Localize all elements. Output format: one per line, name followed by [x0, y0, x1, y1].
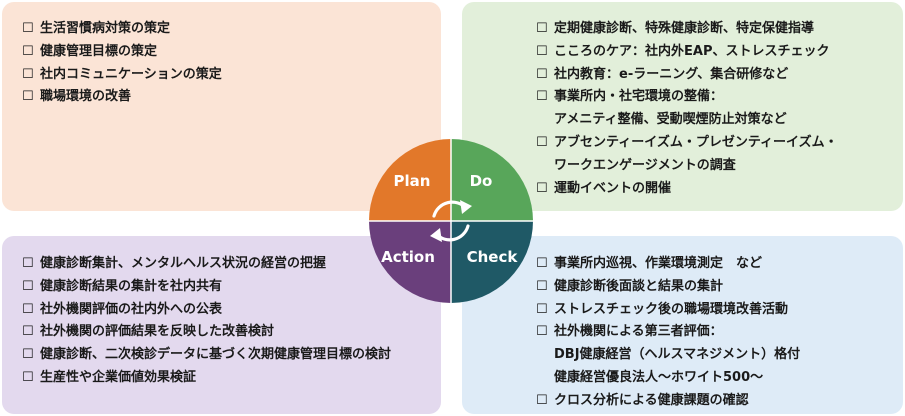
do-item-text: 事業所内・社宅環境の整備：	[554, 89, 724, 105]
checkbox-icon: ☐	[536, 134, 548, 150]
checkbox-icon: ☐	[536, 301, 548, 317]
plan-item-text: 社内コミュニケーションの策定	[40, 66, 222, 82]
check-item-text: 社外機関による第三者評価：	[554, 324, 723, 340]
check-item-list: ☐ 事業所内巡視、作業環境測定 など ☐ 健康診断後面談と結果の集計 ☐ ストレスチェック…	[536, 253, 800, 413]
do-list-item: ☐ こころのケア：社内外EAP、ストレスチェック	[536, 41, 838, 64]
checkbox-icon: ☐	[22, 43, 34, 59]
check-item-text: 事業所内巡視、作業環境測定 など	[554, 256, 763, 271]
checkbox-icon: ☐	[22, 324, 34, 340]
checkbox-icon: ☐	[22, 256, 34, 271]
check-item-text: ストレスチェック後の職場環境改善活動	[554, 301, 789, 317]
check-item-text: DBJ健康経営（ヘルスマネジメント）格付	[554, 347, 801, 363]
plan-list-item: ☐ 職場環境の改善	[22, 86, 222, 109]
check-list-item: DBJ健康経営（ヘルスマネジメント）格付	[536, 344, 800, 367]
check-panel	[462, 236, 903, 414]
do-item-text: こころのケア：社内外EAP、ストレスチェック	[554, 43, 830, 59]
action-item-text: 健康診断集計、メンタルヘルス状況の経営の把握	[40, 256, 327, 271]
check-quadrant	[451, 221, 533, 303]
action-item-text: 生産性や企業価値効果検証	[40, 369, 197, 385]
action-list-item: ☐ 健康診断結果の集計を社内共有	[22, 276, 391, 299]
plan-quadrant	[369, 139, 451, 221]
action-list-item: ☐ 生産性や企業価値効果検証	[22, 367, 391, 390]
checkbox-icon: ☐	[536, 256, 548, 271]
action-item-text: 健康診断、二次検診データに基づく次期健康管理目標の検討	[40, 347, 392, 363]
check-list-item: ☐ 健康診断後面談と結果の集計	[536, 276, 800, 299]
do-list-item: ☐ 運動イベントの開催	[536, 178, 838, 201]
action-panel	[2, 236, 441, 414]
do-item-text: 定期健康診断、特殊健康診断、特定保健指導	[554, 21, 815, 36]
do-list-item: アメニティ整備、受動喫煙防止対策など	[536, 109, 838, 132]
action-list-item: ☐ 社外機関評価の社内外への公表	[22, 299, 391, 322]
check-item-text: 健康経営優良法人～ホワイト500～	[554, 369, 764, 385]
action-label: Action	[381, 248, 435, 266]
do-label: Do	[470, 172, 493, 190]
action-item-list: ☐ 健康診断集計、メンタルヘルス状況の経営の把握 ☐ 健康診断結果の集計を社内共有 ☐ 社…	[22, 253, 391, 390]
plan-label: Plan	[394, 172, 431, 190]
do-item-text: アメニティ整備、受動喫煙防止対策など	[554, 112, 787, 128]
do-item-text: 運動イベントの開催	[554, 180, 672, 196]
action-list-item: ☐ 健康診断、二次検診データに基づく次期健康管理目標の検討	[22, 344, 391, 367]
do-list-item: ☐ 事業所内・社宅環境の整備：	[536, 86, 838, 109]
do-panel	[462, 2, 903, 211]
do-item-text: 社内教育：e-ラーニング、集合研修など	[554, 66, 789, 82]
checkbox-icon: ☐	[536, 324, 548, 340]
action-quadrant	[369, 221, 451, 303]
check-list-item: ☐ クロス分析による健康課題の確認	[536, 390, 800, 413]
plan-list-item: ☐ 健康管理目標の策定	[22, 41, 222, 64]
check-item-text: クロス分析による健康課題の確認	[554, 392, 749, 408]
checkbox-icon: ☐	[536, 392, 548, 408]
plan-item-list: ☐ 生活習慣病対策の策定 ☐ 健康管理目標の策定 ☐ 社内コミュニケーションの策定 ☐ 職場環…	[22, 18, 222, 109]
checkbox-icon: ☐	[22, 301, 34, 317]
pdca-cycle: Plan Do Action Check	[369, 139, 533, 303]
checkbox-icon: ☐	[22, 278, 34, 294]
plan-item-text: 職場環境の改善	[40, 89, 132, 105]
do-list-item: ☐ 定期健康診断、特殊健康診断、特定保健指導	[536, 18, 838, 41]
do-item-text: アブセンティーイズム・プレゼンティーイズム・	[554, 134, 838, 150]
check-list-item: ☐ 事業所内巡視、作業環境測定 など	[536, 253, 800, 276]
plan-item-text: 健康管理目標の策定	[40, 43, 158, 59]
check-item-text: 健康診断後面談と結果の集計	[554, 278, 724, 294]
checkbox-icon: ☐	[22, 21, 34, 36]
plan-list-item: ☐ 社内コミュニケーションの策定	[22, 64, 222, 87]
do-item-text: ワークエンゲージメントの調査	[554, 157, 736, 173]
action-item-text: 健康診断結果の集計を社内共有	[40, 278, 223, 294]
checkbox-icon: ☐	[22, 89, 34, 105]
action-list-item: ☐ 社外機関の評価結果を反映した改善検討	[22, 321, 391, 344]
checkbox-icon: ☐	[536, 66, 548, 82]
checkbox-icon: ☐	[536, 43, 548, 59]
do-list-item: ☐ 社内教育：e-ラーニング、集合研修など	[536, 64, 838, 87]
do-list-item: ☐ アブセンティーイズム・プレゼンティーイズム・	[536, 132, 838, 155]
plan-panel	[2, 2, 441, 211]
action-list-item: ☐ 健康診断集計、メンタルヘルス状況の経営の把握	[22, 253, 391, 276]
do-item-list: ☐ 定期健康診断、特殊健康診断、特定保健指導 ☐ こころのケア：社内外EAP、ストレス…	[536, 18, 838, 200]
checkbox-icon: ☐	[536, 89, 548, 105]
checkbox-icon: ☐	[536, 278, 548, 294]
check-list-item: ☐ 社外機関による第三者評価：	[536, 321, 800, 344]
do-list-item: ワークエンゲージメントの調査	[536, 155, 838, 178]
checkbox-icon: ☐	[22, 347, 34, 363]
checkbox-icon: ☐	[536, 180, 548, 196]
plan-item-text: 生活習慣病対策の策定	[40, 21, 171, 36]
checkbox-icon: ☐	[536, 21, 548, 36]
checkbox-icon: ☐	[22, 66, 34, 82]
checkbox-icon: ☐	[22, 369, 34, 385]
plan-list-item: ☐ 生活習慣病対策の策定	[22, 18, 222, 41]
check-list-item: 健康経営優良法人～ホワイト500～	[536, 367, 800, 390]
action-item-text: 社外機関の評価結果を反映した改善検討	[40, 324, 275, 340]
check-list-item: ☐ ストレスチェック後の職場環境改善活動	[536, 299, 800, 322]
action-item-text: 社外機関評価の社内外への公表	[40, 301, 223, 317]
check-label: Check	[467, 248, 519, 266]
refresh-cycle-icon	[430, 200, 472, 242]
do-quadrant	[451, 139, 533, 221]
